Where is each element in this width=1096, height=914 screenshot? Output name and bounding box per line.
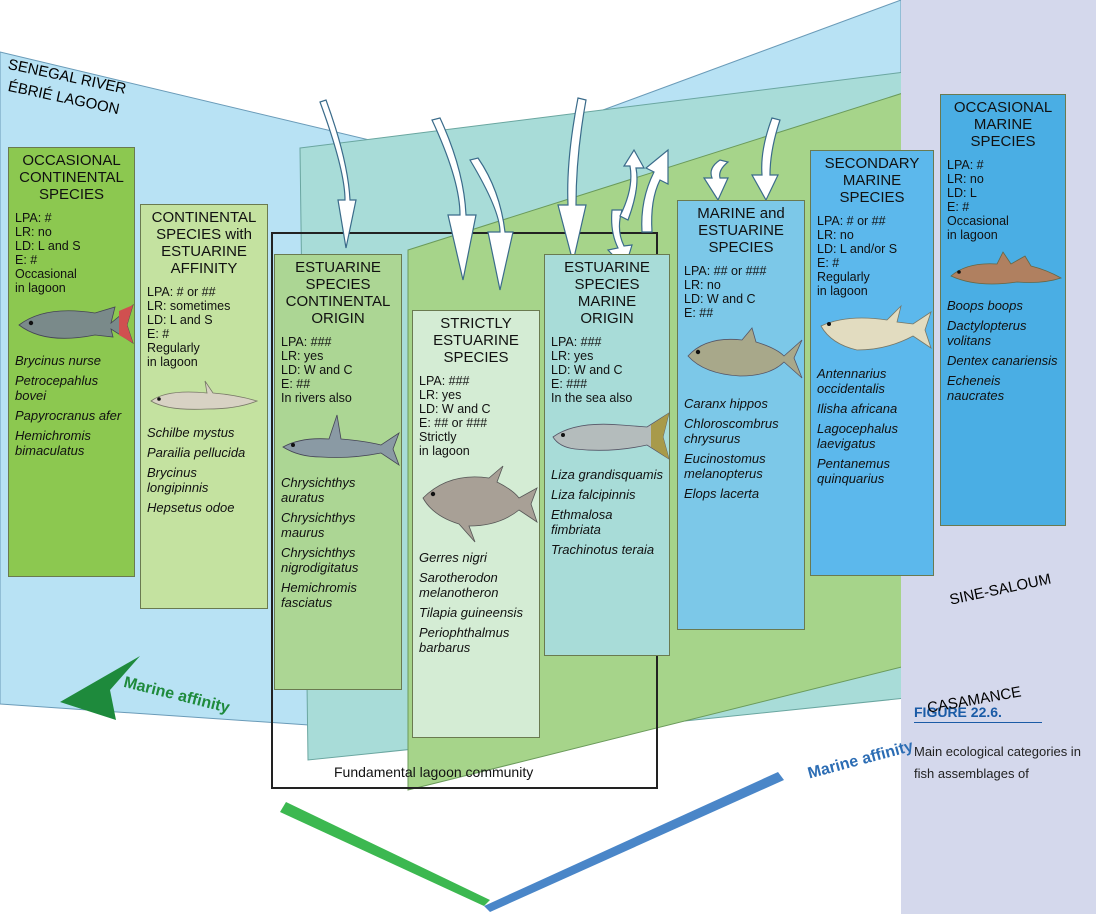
species-name: Gerres nigri xyxy=(419,550,487,565)
species-name: Trachinotus teraia xyxy=(551,542,655,557)
species-list: Chrysichthys auratus Chrysichthys maurus… xyxy=(281,475,395,610)
species-name: Ilisha africana xyxy=(817,401,898,416)
fish-image-dactylopterus xyxy=(950,251,1062,285)
species-list: Schilbe mystus Parailia pellucida Brycin… xyxy=(147,425,261,515)
flow-arrows xyxy=(319,97,781,291)
species-name: Elops lacerta xyxy=(684,486,760,501)
arrow-4 xyxy=(557,97,587,263)
species-name: Schilbe mystus xyxy=(147,425,235,440)
species-name: Chrysichthys maurus xyxy=(281,510,356,540)
arrow-6 xyxy=(619,148,646,221)
category-marine-estuarine: MARINE and ESTUARINE SPECIES LPA: ## or … xyxy=(677,200,805,630)
category-strictly-estuarine: STRICTLY ESTUARINE SPECIES LPA: ### LR: … xyxy=(412,310,540,738)
species-name: Echeneis naucrates xyxy=(947,373,1005,403)
fish-image-liza xyxy=(552,412,670,460)
category-head: MARINE and ESTUARINE SPECIES xyxy=(697,205,785,256)
arrow-8 xyxy=(702,159,730,202)
species-name: Petrocepahlus bovei xyxy=(15,373,99,403)
category-estuarine-marine-origin: ESTUARINE SPECIES MARINE ORIGIN LPA: ###… xyxy=(544,254,670,656)
species-name: Papyrocranus afer xyxy=(15,408,122,423)
category-traits: LPA: # LR: no LD: L and S E: # Occasiona… xyxy=(15,211,81,295)
species-name: Lagocephalus laevigatus xyxy=(817,421,898,451)
fish-image-schilbe xyxy=(150,380,259,410)
species-list: Caranx hippos Chloroscombrus chrysurus E… xyxy=(684,396,798,501)
category-head: ESTUARINE SPECIES MARINE ORIGIN xyxy=(564,259,650,327)
blue-affinity-bar xyxy=(484,772,784,912)
category-head: CONTINENTAL SPECIES with ESTUARINE AFFIN… xyxy=(151,209,257,277)
figure-title: FIGURE 22.6. xyxy=(914,704,1042,723)
species-name: Hepsetus odoe xyxy=(147,500,235,515)
category-head: STRICTLY ESTUARINE SPECIES xyxy=(433,315,519,366)
species-name: Ethmalosa fimbriata xyxy=(551,507,613,537)
species-name: Brycinus longipinnis xyxy=(147,465,209,495)
category-traits: LPA: # or ## LR: sometimes LD: L and S E… xyxy=(147,285,231,369)
species-name: Chrysichthys auratus xyxy=(281,475,356,505)
species-name: Caranx hippos xyxy=(684,396,768,411)
category-traits: LPA: ### LR: yes LD: W and C E: ## In ri… xyxy=(281,335,353,405)
species-name: Periophthalmus barbarus xyxy=(419,625,510,655)
species-name: Liza grandisquamis xyxy=(551,467,664,482)
species-list: Liza grandisquamis Liza falcipinnis Ethm… xyxy=(551,467,663,557)
green-affinity-pointer xyxy=(60,656,140,720)
green-affinity-bar xyxy=(280,802,490,906)
arrow-3 xyxy=(469,157,514,291)
species-name: Hemichromis bimaculatus xyxy=(15,428,91,458)
species-name: Antennarius occidentalis xyxy=(817,366,887,396)
fish-image-ilisha xyxy=(820,304,932,351)
category-occasional-marine: OCCASIONAL MARINE SPECIES LPA: # LR: no … xyxy=(940,94,1066,526)
category-head: SECONDARY MARINE SPECIES xyxy=(824,155,920,206)
species-name: Liza falcipinnis xyxy=(551,487,636,502)
fish-image-caranx xyxy=(687,327,803,379)
species-list: Gerres nigri Sarotherodon melanotheron T… xyxy=(419,550,533,655)
species-name: Dactylopterus volitans xyxy=(947,318,1027,348)
category-secondary-marine: SECONDARY MARINE SPECIES LPA: # or ## LR… xyxy=(810,150,934,576)
category-traits: LPA: ## or ### LR: no LD: W and C E: ## xyxy=(684,264,767,320)
species-list: Boops boops Dactylopterus volitans Dente… xyxy=(947,298,1059,403)
species-name: Dentex canariensis xyxy=(947,353,1058,368)
arrow-7 xyxy=(641,148,669,233)
fish-image-gerres xyxy=(422,465,538,543)
arrow-1 xyxy=(319,99,357,249)
species-list: Antennarius occidentalis Ilisha africana… xyxy=(817,366,927,486)
species-name: Sarotherodon melanotheron xyxy=(419,570,499,600)
species-name: Chrysichthys nigrodigitatus xyxy=(281,545,359,575)
category-continental-estuarine-affinity: CONTINENTAL SPECIES with ESTUARINE AFFIN… xyxy=(140,204,268,609)
figure-caption: Main ecological categories in fish assem… xyxy=(914,744,1081,781)
community-label: Fundamental lagoon community xyxy=(334,764,534,780)
species-name: Parailia pellucida xyxy=(147,445,246,460)
species-name: Hemichromis fasciatus xyxy=(281,580,357,610)
arrow-9 xyxy=(750,117,781,202)
category-estuarine-continental-origin: ESTUARINE SPECIES CONTINENTAL ORIGIN LPA… xyxy=(274,254,402,690)
species-name: Pentanemus quinquarius xyxy=(817,456,890,486)
category-head: OCCASIONAL CONTINENTAL SPECIES xyxy=(19,152,124,203)
species-name: Boops boops xyxy=(947,298,1023,313)
species-list: Brycinus nurse Petrocepahlus bovei Papyr… xyxy=(15,353,128,458)
species-name: Tilapia guineensis xyxy=(419,605,523,620)
category-traits: LPA: # LR: no LD: L E: # Occasional in l… xyxy=(947,158,1009,242)
arrow-2 xyxy=(431,117,477,281)
category-head: ESTUARINE SPECIES CONTINENTAL ORIGIN xyxy=(285,259,391,327)
species-name: Brycinus nurse xyxy=(15,353,101,368)
category-traits: LPA: ### LR: yes LD: W and C E: ## or ##… xyxy=(419,374,491,458)
category-occasional-continental: OCCASIONAL CONTINENTAL SPECIES LPA: # LR… xyxy=(8,147,135,577)
category-traits: LPA: # or ## LR: no LD: L and/or S E: # … xyxy=(817,214,898,298)
species-name: Chloroscombrus chrysurus xyxy=(684,416,779,446)
category-head: OCCASIONAL MARINE SPECIES xyxy=(953,99,1053,150)
species-name: Eucinostomus melanopterus xyxy=(684,451,766,481)
fish-image-brycinus xyxy=(18,303,134,344)
fish-image-chrysichthys xyxy=(282,414,400,467)
category-traits: LPA: ### LR: yes LD: W and C E: ### In t… xyxy=(551,335,633,405)
